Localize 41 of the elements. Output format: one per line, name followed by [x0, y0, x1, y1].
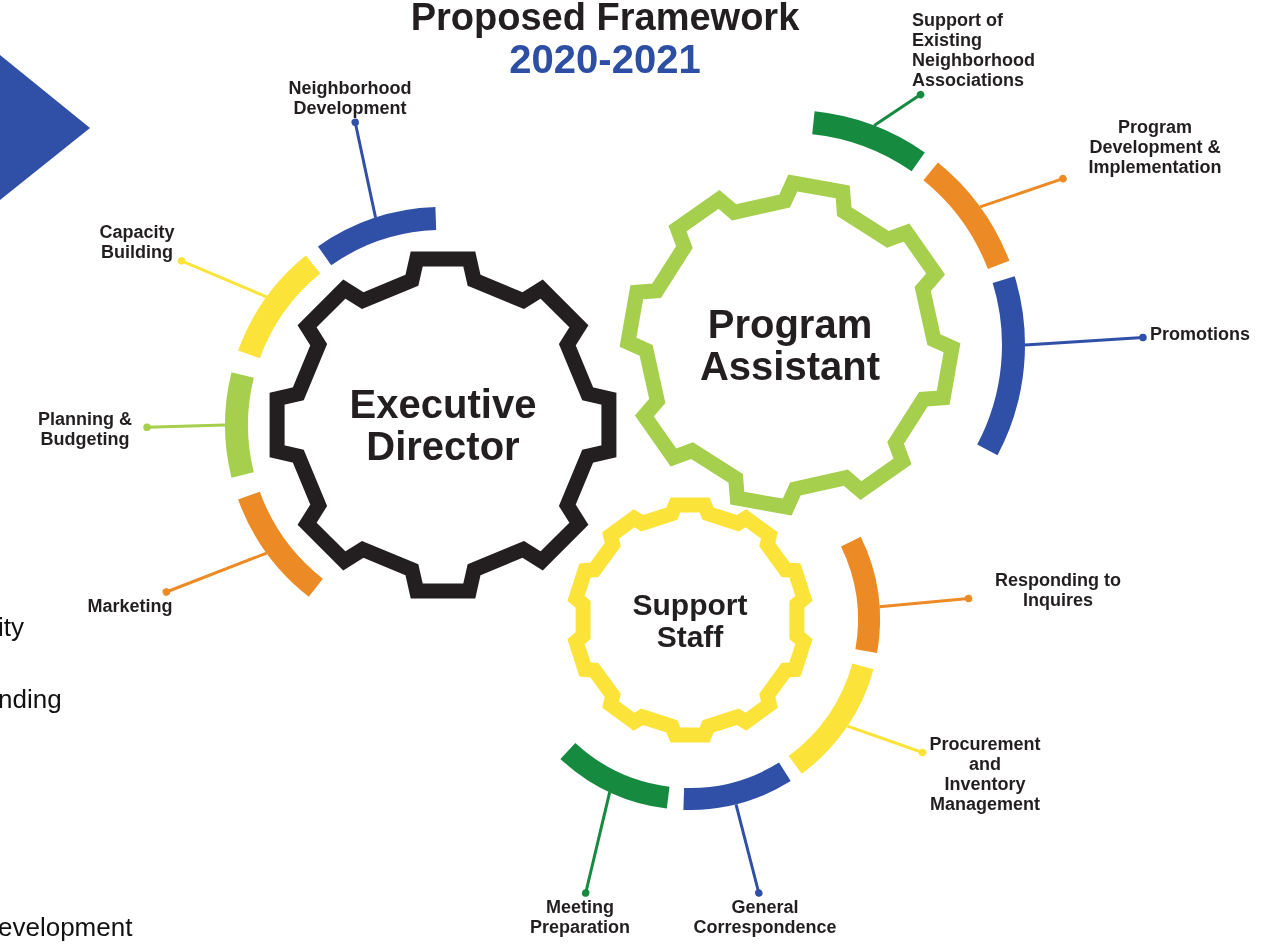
gear-label: Program Assistant [699, 303, 881, 387]
leader-line [143, 423, 226, 432]
leader-line [873, 90, 925, 127]
arc-segment [841, 536, 880, 653]
slide-text: nding [0, 684, 62, 715]
arc-segment [318, 207, 437, 266]
pointer-triangle [0, 55, 90, 200]
leader-line [581, 791, 612, 897]
arc-segment [225, 372, 254, 478]
task-label: Marketing [80, 592, 180, 621]
task-label: Program Development & Implementation [1063, 113, 1247, 182]
leader-line [847, 724, 927, 757]
task-label: Capacity Building [92, 218, 182, 267]
leader-line [162, 551, 268, 596]
arc-segment [238, 255, 321, 359]
task-label: Planning & Budgeting [23, 405, 147, 454]
arc-segment [683, 762, 791, 810]
gear-label: Support Staff [632, 588, 748, 652]
leader-line [177, 257, 268, 299]
arc-segment [923, 162, 1010, 269]
arc-segment [788, 663, 874, 774]
year-subtitle: 2020-2021 [509, 37, 701, 82]
task-label: Meeting Preparation [523, 893, 637, 942]
task-label: Responding to Inquires [968, 566, 1148, 615]
leader-line [879, 594, 973, 609]
arc-segment [560, 742, 670, 809]
task-label: Neighborhood Development [281, 74, 419, 123]
diagram-title: Proposed Framework [410, 0, 800, 39]
leader-line [1024, 333, 1147, 347]
task-label: Support of Existing Neighborhood Associations [905, 6, 1069, 95]
task-label: Promotions [1143, 320, 1257, 349]
task-label: Procurement and Inventory Management [922, 730, 1048, 819]
leader-line [351, 118, 378, 218]
arc-segment [812, 111, 925, 172]
arc-segment [238, 491, 323, 597]
leader-line [979, 174, 1067, 209]
task-label: General Correspondence [686, 893, 844, 942]
arc-segment [977, 276, 1025, 456]
slide-text: ity [0, 612, 24, 643]
gear-label: Executive Director [349, 383, 537, 467]
leader-line [734, 804, 763, 897]
